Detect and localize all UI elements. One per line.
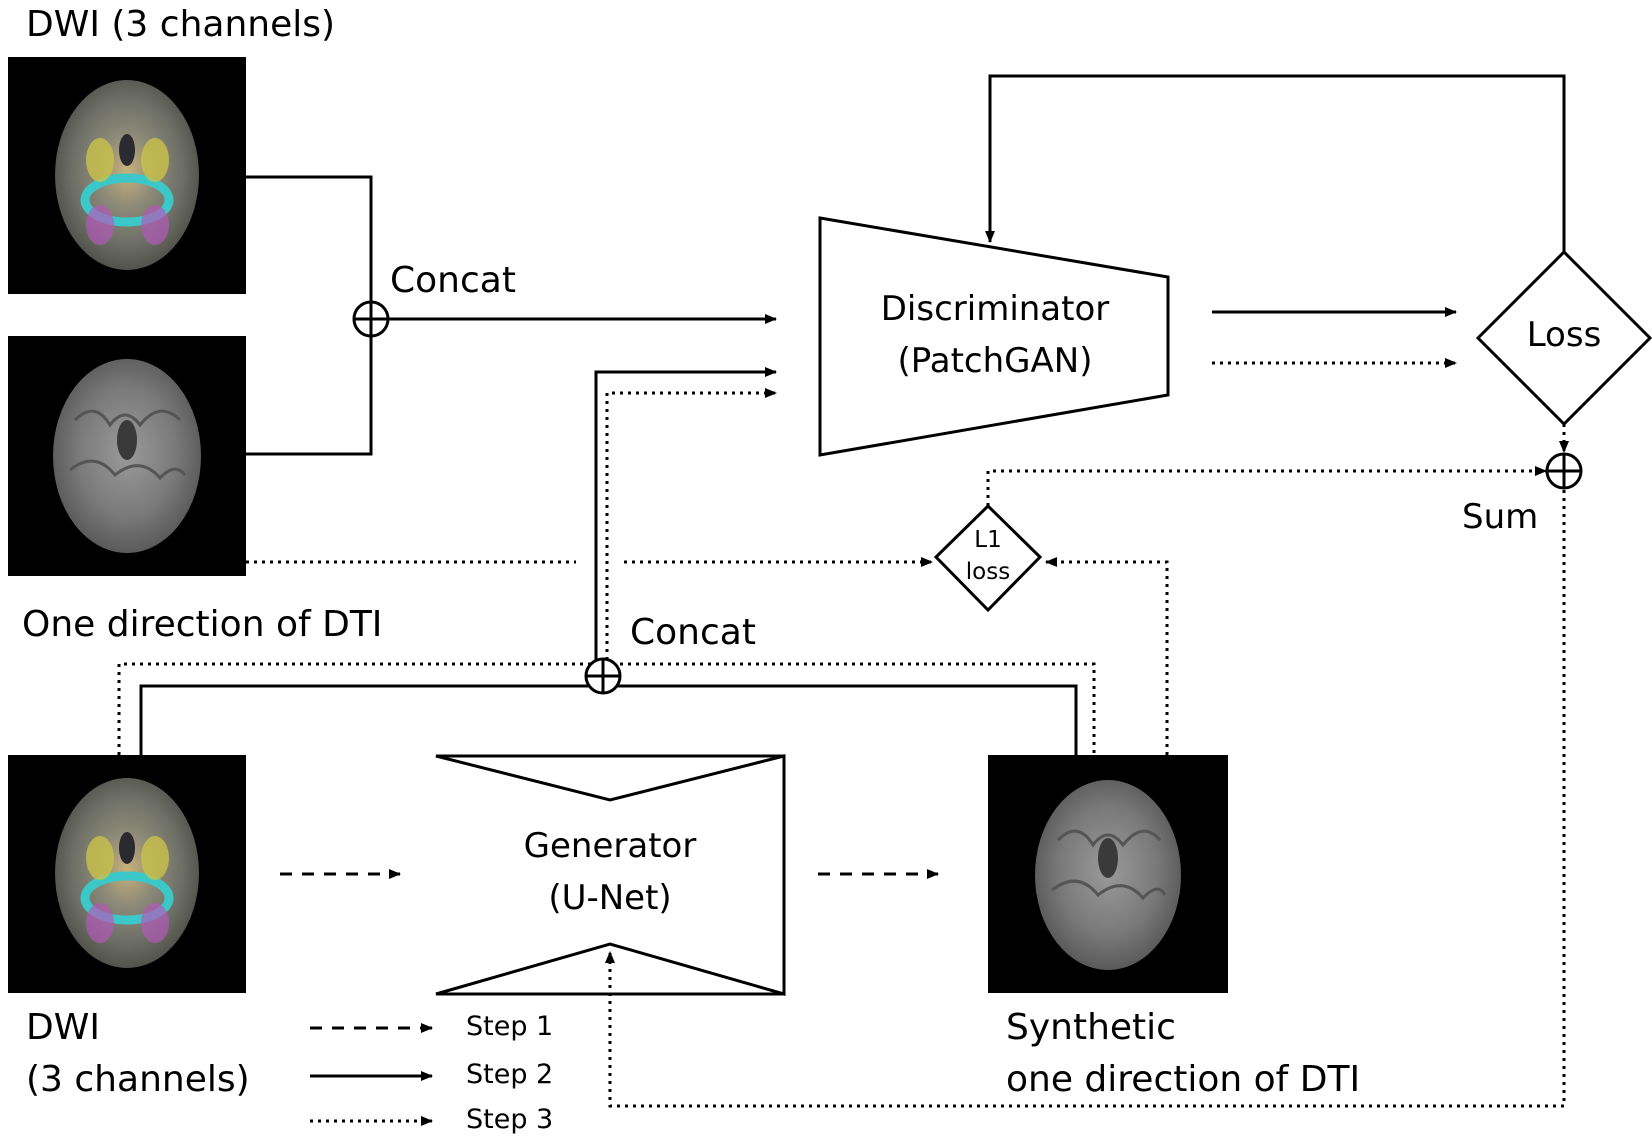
l1-label-line1: L1 <box>948 526 1028 555</box>
l1-label-line2: loss <box>948 558 1028 587</box>
loss-label: Loss <box>1490 314 1638 357</box>
dwi-color-brain-bottom <box>8 755 246 993</box>
legend-step3-label: Step 3 <box>466 1103 553 1137</box>
legend-step1-label: Step 1 <box>466 1010 553 1044</box>
synthetic-label-line2: one direction of DTI <box>1006 1057 1360 1102</box>
generator-subtitle: (U-Net) <box>470 877 750 920</box>
legend-lines <box>310 1028 432 1121</box>
concat-operator-top <box>354 302 388 336</box>
dwi-bottom-label-line2: (3 channels) <box>26 1057 250 1102</box>
legend-step2-label: Step 2 <box>466 1058 553 1092</box>
concat-mid-label: Concat <box>630 610 756 655</box>
sum-operator <box>1547 454 1581 488</box>
concat-top-label: Concat <box>390 258 516 303</box>
concat-operator-mid <box>586 659 620 693</box>
dti-gray-brain <box>8 336 246 576</box>
one-direction-label: One direction of DTI <box>22 602 382 647</box>
discriminator-trapezoid <box>820 218 1168 455</box>
step3-connections <box>119 363 1564 1106</box>
dwi-bottom-label-line1: DWI <box>26 1005 100 1050</box>
discriminator-title: Discriminator <box>860 288 1130 331</box>
synthetic-dti-brain <box>988 755 1228 993</box>
sum-label: Sum <box>1462 496 1538 539</box>
discriminator-subtitle: (PatchGAN) <box>860 340 1130 383</box>
generator-title: Generator <box>470 825 750 868</box>
dwi-top-label: DWI (3 channels) <box>26 2 335 47</box>
dwi-color-brain-top <box>8 57 246 294</box>
generator-hourglass <box>436 756 784 994</box>
synthetic-label-line1: Synthetic <box>1006 1005 1176 1050</box>
